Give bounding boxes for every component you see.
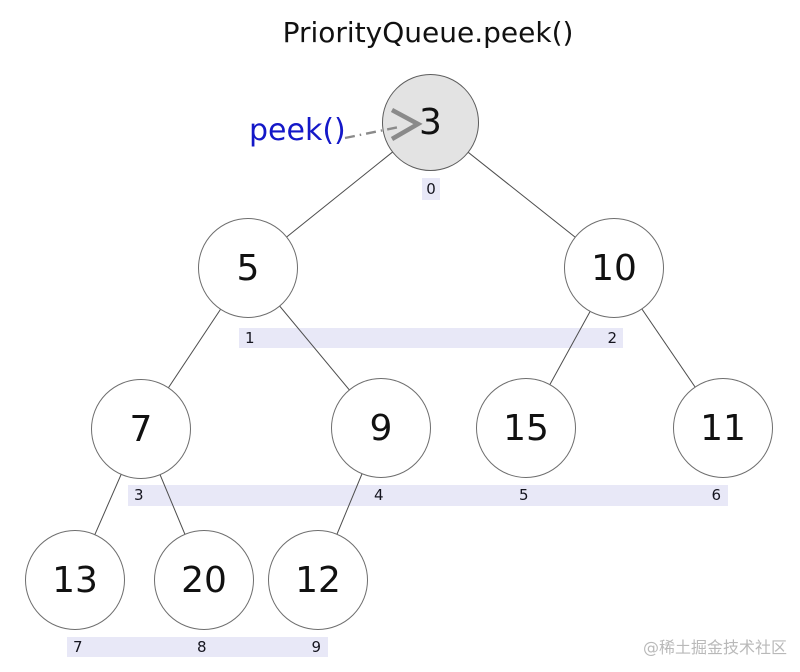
tree-node-5: 15 [476,378,576,478]
node-value: 5 [236,247,260,289]
tree-node-4: 9 [331,378,431,478]
index-label: 7 [73,638,83,656]
tree-node-3: 7 [91,379,191,479]
index-label: 9 [311,638,321,656]
tree-node-1: 5 [198,218,298,318]
index-strip-level2: 3 4 5 6 [128,485,728,506]
tree-node-2: 10 [564,218,664,318]
tree-node-6: 11 [673,378,773,478]
tree-node-7: 13 [25,530,125,630]
watermark: @稀土掘金技术社区 [642,638,787,657]
node-value: 12 [295,559,341,601]
tree-node-9: 12 [268,530,368,630]
node-value: 11 [700,407,746,449]
tree-node-8: 20 [154,530,254,630]
index-label: 5 [519,486,529,504]
node-value: 10 [591,247,637,289]
index-strip-level0: 0 [422,178,440,200]
node-value: 9 [369,407,393,449]
index-strip-level1: 1 2 [239,328,623,348]
index-label: 6 [711,486,721,504]
node-value: 3 [419,102,442,143]
index-strip-level3: 7 8 9 [67,637,328,657]
node-value: 7 [129,408,153,450]
node-value: 13 [52,559,98,601]
index-label: 4 [374,486,384,504]
index-label: 3 [134,486,144,504]
node-value: 20 [181,559,227,601]
tree-node-root: 3 [382,74,479,171]
figure-title: PriorityQueue.peek() [282,16,574,49]
index-label: 1 [245,329,255,347]
index-label: 0 [426,180,436,198]
peek-annotation-label: peek() [249,113,346,148]
index-label: 8 [197,638,207,656]
node-value: 15 [503,407,549,449]
index-label: 2 [607,329,617,347]
